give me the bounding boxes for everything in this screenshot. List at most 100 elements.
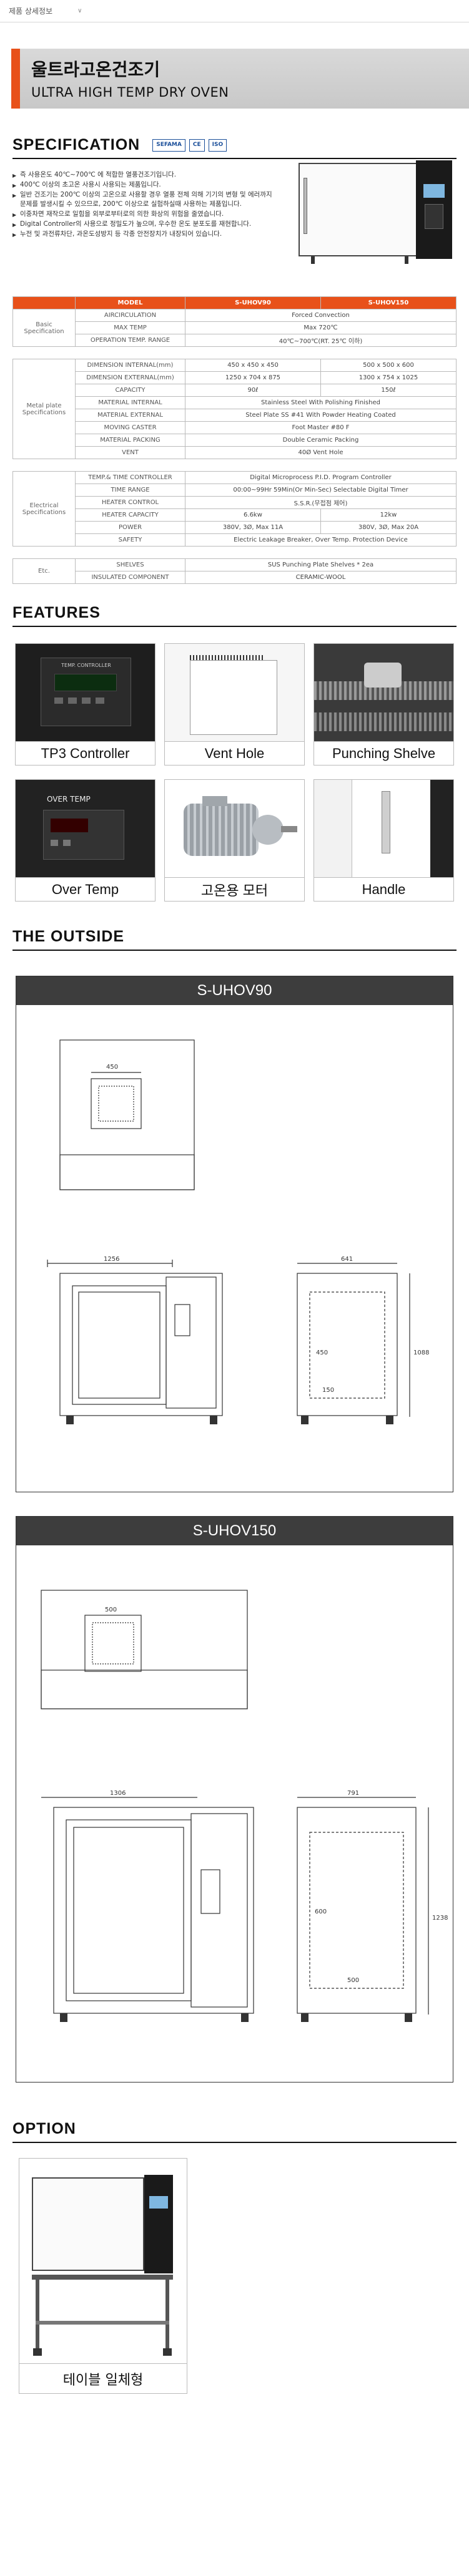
feature-caption: 고온용 모터 — [165, 877, 304, 901]
dim-height: 1238 — [432, 1915, 448, 1922]
features-heading: FEATURES — [12, 604, 101, 621]
row-label: TIME RANGE — [75, 484, 185, 497]
row-value: SUS Punching Plate Shelves * 2ea — [185, 558, 457, 571]
table-row: INSULATED COMPONENT CERAMIC-WOOL — [13, 571, 457, 584]
uhov90-drawing: 450 1256 641 1088 450 150 — [47, 1039, 429, 1424]
row-value: Max 720℃ — [185, 321, 457, 334]
controller-image: TEMP. CONTROLLER — [16, 644, 155, 741]
spec-bullet: 이중차면 재작으로 일힘을 외부로부터로의 의한 화상의 위험을 줄였습니다. — [12, 210, 275, 220]
group-label: Electrical Specifications — [12, 471, 76, 547]
feature-card-handle: Handle — [313, 779, 454, 902]
product-detail-page: 제품 상세정보 ∨ 울트라고온건조기 ULTRA HIGH TEMP DRY O… — [0, 0, 469, 2406]
outside-heading: THE OUTSIDE — [12, 928, 125, 945]
drawing-box-uhov90: S-UHOV90 — [16, 976, 453, 1492]
feature-card-vent-hole: Vent Hole — [164, 643, 305, 766]
spec-divider — [12, 158, 457, 159]
product-title-box: 울트라고온건조기 ULTRA HIGH TEMP DRY OVEN — [11, 49, 469, 109]
row-label: SHELVES — [75, 558, 185, 571]
row-value: CERAMIC-WOOL — [185, 571, 457, 584]
tab-product-detail[interactable]: 제품 상세정보 — [9, 7, 53, 16]
table-row: Etc. SHELVES SUS Punching Plate Shelves … — [12, 558, 457, 584]
th-model-1: S-UHOV90 — [185, 296, 321, 309]
row-label: MATERIAL EXTERNAL — [75, 409, 185, 422]
table-row: DIMENSION EXTERNAL(mm) 1250 x 704 x 875 … — [13, 371, 457, 384]
row-value-1: 450 x 450 x 450 — [185, 359, 321, 372]
drawing-title: S-UHOV90 — [16, 976, 453, 1005]
features-grid: TEMP. CONTROLLER TP3 Controller Vent Hol… — [15, 643, 469, 902]
handle-image — [314, 780, 453, 877]
dim-top: 450 — [106, 1064, 118, 1071]
row-value: Digital Microprocess P.I.D. Program Cont… — [185, 471, 457, 484]
spec-bullet: Digital Controller의 사용으로 정밀도가 높으며, 우수한 온… — [12, 220, 275, 230]
row-value: 40℃~700℃(RT. 25℃ 이하) — [185, 334, 457, 347]
dim-depth: 641 — [341, 1256, 353, 1263]
table-row: SAFETY Electric Leakage Breaker, Over Te… — [13, 533, 457, 547]
over-temp-screen-label: OVER TEMP — [47, 795, 91, 804]
table-row: MATERIAL PACKING Double Ceramic Packing — [13, 434, 457, 447]
spec-table: MODEL S-UHOV90 S-UHOV150 Basic Specifica… — [12, 296, 457, 584]
feature-caption: Handle — [314, 877, 453, 901]
row-label: AIRCIRCULATION — [75, 309, 185, 322]
option-caption: 테이블 일체형 — [19, 2363, 187, 2393]
table-row: HEATER CAPACITY 6.6kw 12kw — [13, 508, 457, 522]
row-value: Forced Convection — [185, 309, 457, 322]
row-value: 00:00~99Hr 59Min(Or Min-Sec) Selectable … — [185, 484, 457, 497]
spec-bullet: 400℃ 이상의 초고온 사용시 사용되는 제품입니다. — [12, 180, 275, 190]
row-value-2: 150ℓ — [320, 384, 457, 397]
drawing-box-uhov150: S-UHOV150 — [16, 1516, 453, 2083]
table-row: Electrical Specifications TEMP.& TIME CO… — [12, 471, 457, 547]
uhov150-drawing: 500 1306 791 1238 600 500 — [41, 1590, 448, 2022]
title-accent-bar — [11, 49, 20, 109]
table-row: MAX TEMP Max 720℃ — [13, 321, 457, 334]
row-label: HEATER CAPACITY — [75, 508, 185, 522]
th-model-2: S-UHOV150 — [320, 296, 457, 309]
row-label: TEMP.& TIME CONTROLLER — [75, 471, 185, 484]
row-value-2: 380V, 3Ø, Max 20A — [320, 521, 457, 534]
over-temp-image: OVER TEMP — [16, 780, 155, 877]
option-divider — [12, 2142, 457, 2143]
row-value-1: 6.6kw — [185, 508, 321, 522]
feature-card-over-temp: OVER TEMP Over Temp — [15, 779, 156, 902]
row-label: INSULATED COMPONENT — [75, 571, 185, 584]
spec-bullet: 일반 건조기는 200℃ 이상의 고온으로 사용할 경우 열풍 전체 의해 기기… — [12, 190, 275, 209]
spec-heading: SPECIFICATION — [12, 136, 141, 153]
dim-depth: 791 — [347, 1790, 359, 1797]
row-label: OPERATION TEMP. RANGE — [75, 334, 185, 347]
table-row: TIME RANGE 00:00~99Hr 59Min(Or Min-Sec) … — [13, 484, 457, 497]
chevron-down-icon[interactable]: ∨ — [77, 7, 82, 14]
table-type-oven-image — [19, 2159, 187, 2363]
group-label: Etc. — [12, 558, 76, 584]
features-divider — [12, 626, 457, 627]
sefama-badge: SEFAMA — [152, 139, 185, 152]
option-card-table-type: 테이블 일체형 — [19, 2158, 187, 2394]
feature-caption: Punching Shelve — [314, 741, 453, 765]
row-label: POWER — [75, 521, 185, 534]
dim-top: 500 — [105, 1606, 117, 1613]
table-row: OPERATION TEMP. RANGE 40℃~700℃(RT. 25℃ 이… — [13, 334, 457, 347]
dim-height: 1088 — [413, 1349, 429, 1356]
outside-divider — [12, 950, 457, 951]
detail-tab-bar[interactable]: 제품 상세정보 ∨ — [0, 0, 469, 22]
spec-intro: 즉 사용온도 40℃~700℃ 에 적합한 열풍건조기입니다. 400℃ 이상의… — [0, 159, 469, 296]
feature-caption: TP3 Controller — [16, 741, 155, 765]
table-row: POWER 380V, 3Ø, Max 11A 380V, 3Ø, Max 20… — [13, 521, 457, 534]
product-title-ko: 울트라고온건조기 — [31, 59, 160, 80]
row-label: MOVING CASTER — [75, 421, 185, 434]
punching-shelve-image — [314, 644, 453, 741]
dim-inner-h: 450 — [316, 1349, 328, 1356]
dim-width: 1256 — [104, 1256, 119, 1263]
row-label: SAFETY — [75, 533, 185, 547]
row-value: Steel Plate SS #41 With Powder Heating C… — [185, 409, 457, 422]
row-value-1: 90ℓ — [185, 384, 321, 397]
row-label: HEATER CONTROL — [75, 496, 185, 509]
feature-card-punching-shelve: Punching Shelve — [313, 643, 454, 766]
option-heading: OPTION — [12, 2120, 76, 2137]
row-value-1: 1250 x 704 x 875 — [185, 371, 321, 384]
table-row: Basic Specification AIRCIRCULATION Force… — [12, 309, 457, 347]
spec-bullet: 즉 사용온도 40℃~700℃ 에 적합한 열풍건조기입니다. — [12, 170, 275, 180]
title-panel: 울트라고온건조기 ULTRA HIGH TEMP DRY OVEN — [20, 49, 469, 109]
dim-inner-w: 150 — [322, 1387, 334, 1394]
row-value-1: 380V, 3Ø, Max 11A — [185, 521, 321, 534]
dim-inner-h: 600 — [315, 1908, 327, 1915]
row-label: MATERIAL INTERNAL — [75, 396, 185, 409]
